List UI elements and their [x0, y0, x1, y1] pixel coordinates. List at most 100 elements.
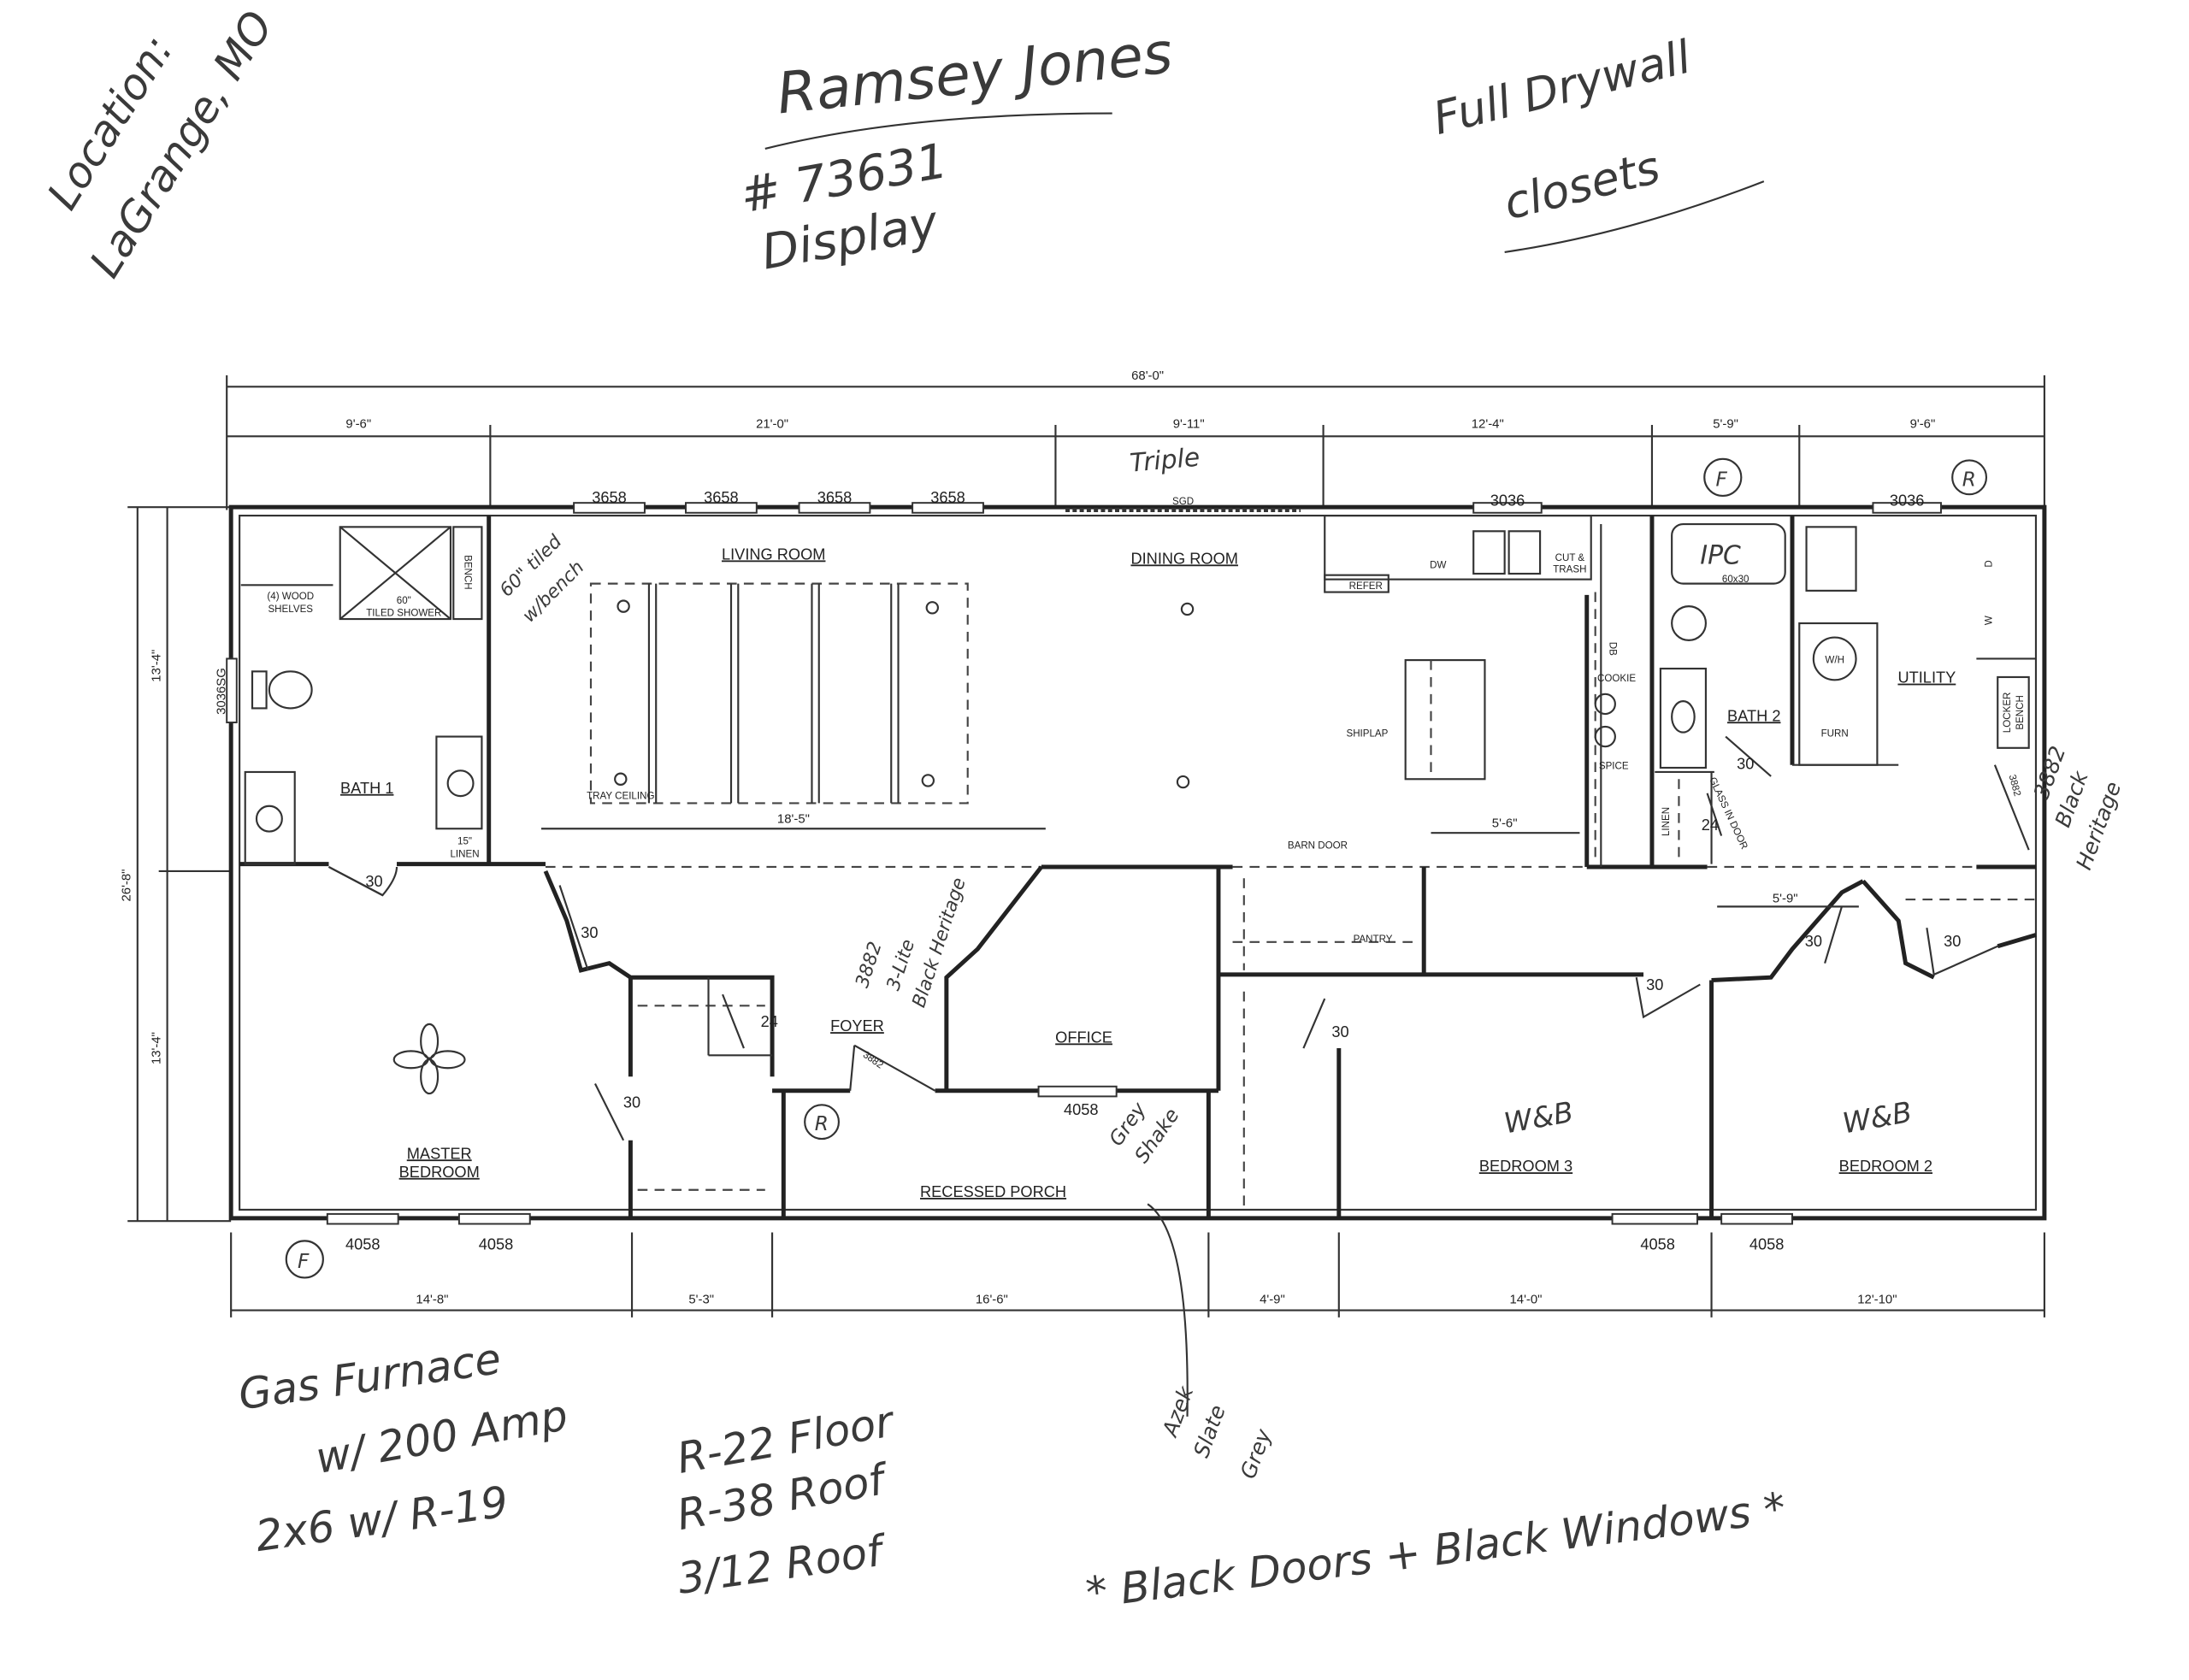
- drywall-note-closets: closets: [1499, 141, 1665, 231]
- fixture-label: SPICE: [1599, 762, 1629, 772]
- room-label: FOYER: [830, 1017, 884, 1035]
- fixture-label: DB: [1607, 642, 1617, 656]
- dim-top: 21'-0": [756, 417, 788, 431]
- fixture-label: SHELVES: [268, 604, 313, 615]
- circled-r-icon: R: [804, 1104, 841, 1141]
- window-label: 4058: [1640, 1235, 1675, 1253]
- handwritten-notes-top: Location: LaGrange, MO Ramsey Jones # 73…: [38, 3, 1765, 286]
- note-ipc: IPC: [1700, 540, 1741, 570]
- note-walls: 2x6 w/ R-19: [252, 1477, 510, 1561]
- fixture-label: W: [1985, 616, 1995, 625]
- fixture-label: SHIPLAP: [1346, 729, 1388, 740]
- note-black-doors-windows: * Black Doors + Black Windows *: [1083, 1483, 1788, 1618]
- dim-bottom: 14'-8": [416, 1293, 448, 1306]
- window-label: 4058: [1064, 1101, 1099, 1118]
- fixture-label: 3882: [2007, 774, 2022, 798]
- window-label: 3658: [817, 489, 853, 506]
- door-size: 24: [761, 1013, 778, 1030]
- circled-f-icon: F: [1703, 457, 1743, 497]
- room-label: BARN DOOR: [1288, 840, 1348, 851]
- overall-depth: 26'-8": [121, 869, 134, 902]
- note-azek: Slate: [1189, 1402, 1230, 1461]
- customer-name: Ramsey Jones: [774, 19, 1176, 127]
- fixture-label: 60": [397, 596, 411, 606]
- circled-r-letter: R: [815, 1112, 829, 1135]
- dim-bottom: 14'-0": [1510, 1293, 1543, 1306]
- ceiling-fan-icon: [392, 1023, 466, 1095]
- dim-bottom: 12'-10": [1857, 1293, 1897, 1306]
- fixture-label: LINEN: [450, 849, 479, 859]
- note-roof-pitch: 3/12 Roof: [675, 1525, 890, 1604]
- fixture-label: 15": [457, 836, 472, 846]
- door-size: 30: [1737, 756, 1754, 773]
- window-label: 4058: [479, 1235, 514, 1253]
- windows: 3658 3658 3658 3658 SGD 3036 3036 4058 4…: [215, 489, 1942, 1253]
- fixture-label: TRASH: [1553, 564, 1586, 575]
- room-label: BEDROOM: [399, 1164, 480, 1181]
- dim-top: 12'-4": [1472, 417, 1504, 431]
- fixture-label: REFER: [1349, 581, 1383, 592]
- fixture-label: LINEN: [1661, 807, 1672, 836]
- dim-tray: 18'-5": [777, 813, 810, 827]
- dim-left: 13'-4": [150, 650, 163, 682]
- room-label: BATH 2: [1727, 707, 1780, 724]
- window-label: 3658: [930, 489, 965, 506]
- room-label: PANTRY: [1354, 934, 1393, 945]
- fixture-label: 3882: [861, 1050, 885, 1071]
- window-label: 3658: [592, 489, 627, 506]
- dim-island: 5'-6": [1492, 817, 1518, 831]
- door-size: 30: [1805, 933, 1822, 950]
- dim-bottom: 4'-9": [1260, 1293, 1285, 1306]
- doors: 30 30 30 24 30 30 30 30 30 24: [327, 735, 2030, 1141]
- window-label: 4058: [345, 1235, 381, 1253]
- walls: [228, 504, 2047, 1221]
- fixtures: [244, 515, 1859, 1095]
- window-label: 3036SG: [215, 668, 229, 715]
- handwritten-notes-bottom: Gas Furnace w/ 200 Amp 2x6 w/ R-19 R-22 …: [235, 1334, 1788, 1618]
- fixture-label: D: [1985, 560, 1995, 567]
- room-label: DINING ROOM: [1130, 550, 1238, 567]
- room-label: W/H: [1825, 655, 1844, 665]
- dim-top: 5'-9": [1713, 417, 1738, 431]
- door-size: 30: [581, 924, 598, 941]
- door-size: 30: [365, 873, 382, 890]
- window-label: 3036: [1490, 492, 1525, 509]
- note-azek: Grey: [1236, 1425, 1277, 1482]
- fixture-label: DW: [1430, 560, 1446, 570]
- overall-width: 68'-0": [1131, 369, 1164, 383]
- note-wb: W&B: [1502, 1095, 1576, 1141]
- circled-f-icon: F: [285, 1240, 324, 1279]
- circled-r-icon: R: [1951, 459, 1988, 496]
- dim-bottom: 5'-3": [688, 1293, 714, 1306]
- circled-r-letter: R: [1962, 468, 1976, 491]
- window-label: 3036: [1890, 492, 1925, 509]
- room-label: MASTER: [407, 1145, 472, 1162]
- fixture-label: CUT &: [1555, 553, 1585, 563]
- leader-line: [1147, 1203, 1189, 1417]
- room-label: BEDROOM 3: [1479, 1158, 1572, 1175]
- dim-top: 9'-11": [1173, 417, 1205, 431]
- dim-top: 9'-6": [345, 417, 371, 431]
- room-label: UTILITY: [1897, 669, 1956, 687]
- fixture-label: BENCH: [463, 555, 473, 590]
- dim-hall: 5'-9": [1773, 892, 1798, 905]
- fixture-label: LOCKER: [2003, 693, 2013, 734]
- fixture-label: 60x30: [1722, 575, 1749, 585]
- dim-bottom: 16'-6": [976, 1293, 1008, 1306]
- drywall-note: Full Drywall: [1428, 30, 1696, 145]
- fixture-label: TILED SHOWER: [366, 609, 441, 619]
- room-label: OFFICE: [1055, 1029, 1112, 1046]
- dim-left: 13'-4": [150, 1032, 163, 1064]
- note-azek: Azek: [1157, 1382, 1199, 1441]
- door-size: 30: [623, 1094, 640, 1111]
- dim-top: 9'-6": [1910, 417, 1936, 431]
- room-labels: LIVING ROOM DINING ROOM BATH 1 MASTER BE…: [340, 545, 1956, 1200]
- fixture-label: COOKIE: [1597, 674, 1636, 684]
- fixture-labels: REFER DW CUT & TRASH DB COOKIE SPICE LIN…: [267, 553, 2026, 1070]
- window-label: 4058: [1749, 1235, 1785, 1253]
- door-size: 30: [1944, 933, 1961, 950]
- window-label: 3658: [704, 489, 739, 506]
- room-label: FURN: [1821, 729, 1849, 740]
- underline: [764, 112, 1112, 150]
